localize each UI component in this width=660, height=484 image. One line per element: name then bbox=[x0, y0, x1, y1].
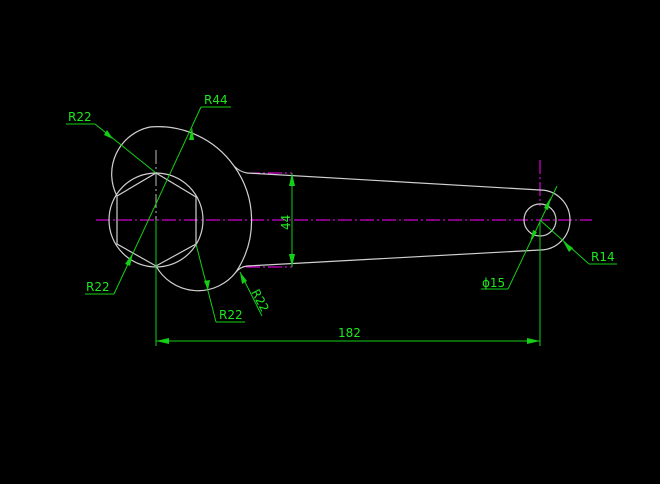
arrow bbox=[104, 130, 113, 139]
dim-182-text: 182 bbox=[338, 326, 361, 340]
label-r22-bottom-right: R22 bbox=[219, 308, 243, 322]
handle-top-edge bbox=[246, 172, 541, 191]
arrow bbox=[527, 338, 540, 344]
arrow bbox=[156, 338, 169, 344]
arrow bbox=[544, 197, 551, 210]
arrow bbox=[530, 230, 537, 243]
arrow bbox=[189, 127, 194, 140]
arrow bbox=[289, 254, 295, 267]
label-r14: R14 bbox=[591, 250, 615, 264]
arrow bbox=[289, 173, 295, 186]
handle-bottom-edge bbox=[246, 249, 541, 267]
head-outline-top bbox=[111, 126, 248, 197]
label-r22-top-left: R22 bbox=[68, 110, 92, 124]
arrow bbox=[125, 253, 133, 266]
head-outline-bottom bbox=[155, 165, 253, 292]
arrow bbox=[204, 280, 210, 290]
label-r44: R44 bbox=[204, 93, 228, 107]
leader-r44 bbox=[113, 106, 202, 295]
label-r22-fillet: R22 bbox=[248, 287, 271, 314]
label-dia-15: ϕ15 bbox=[482, 276, 505, 290]
leader-r14 bbox=[539, 219, 590, 265]
arrow bbox=[240, 272, 247, 284]
leader-r22-top-left bbox=[94, 123, 157, 174]
arrow bbox=[563, 241, 573, 252]
fillet-bottom bbox=[235, 265, 248, 273]
dim-44-text: 44 bbox=[279, 215, 293, 230]
label-r22-bottom-left: R22 bbox=[86, 280, 110, 294]
handle-end-arc bbox=[539, 189, 571, 251]
